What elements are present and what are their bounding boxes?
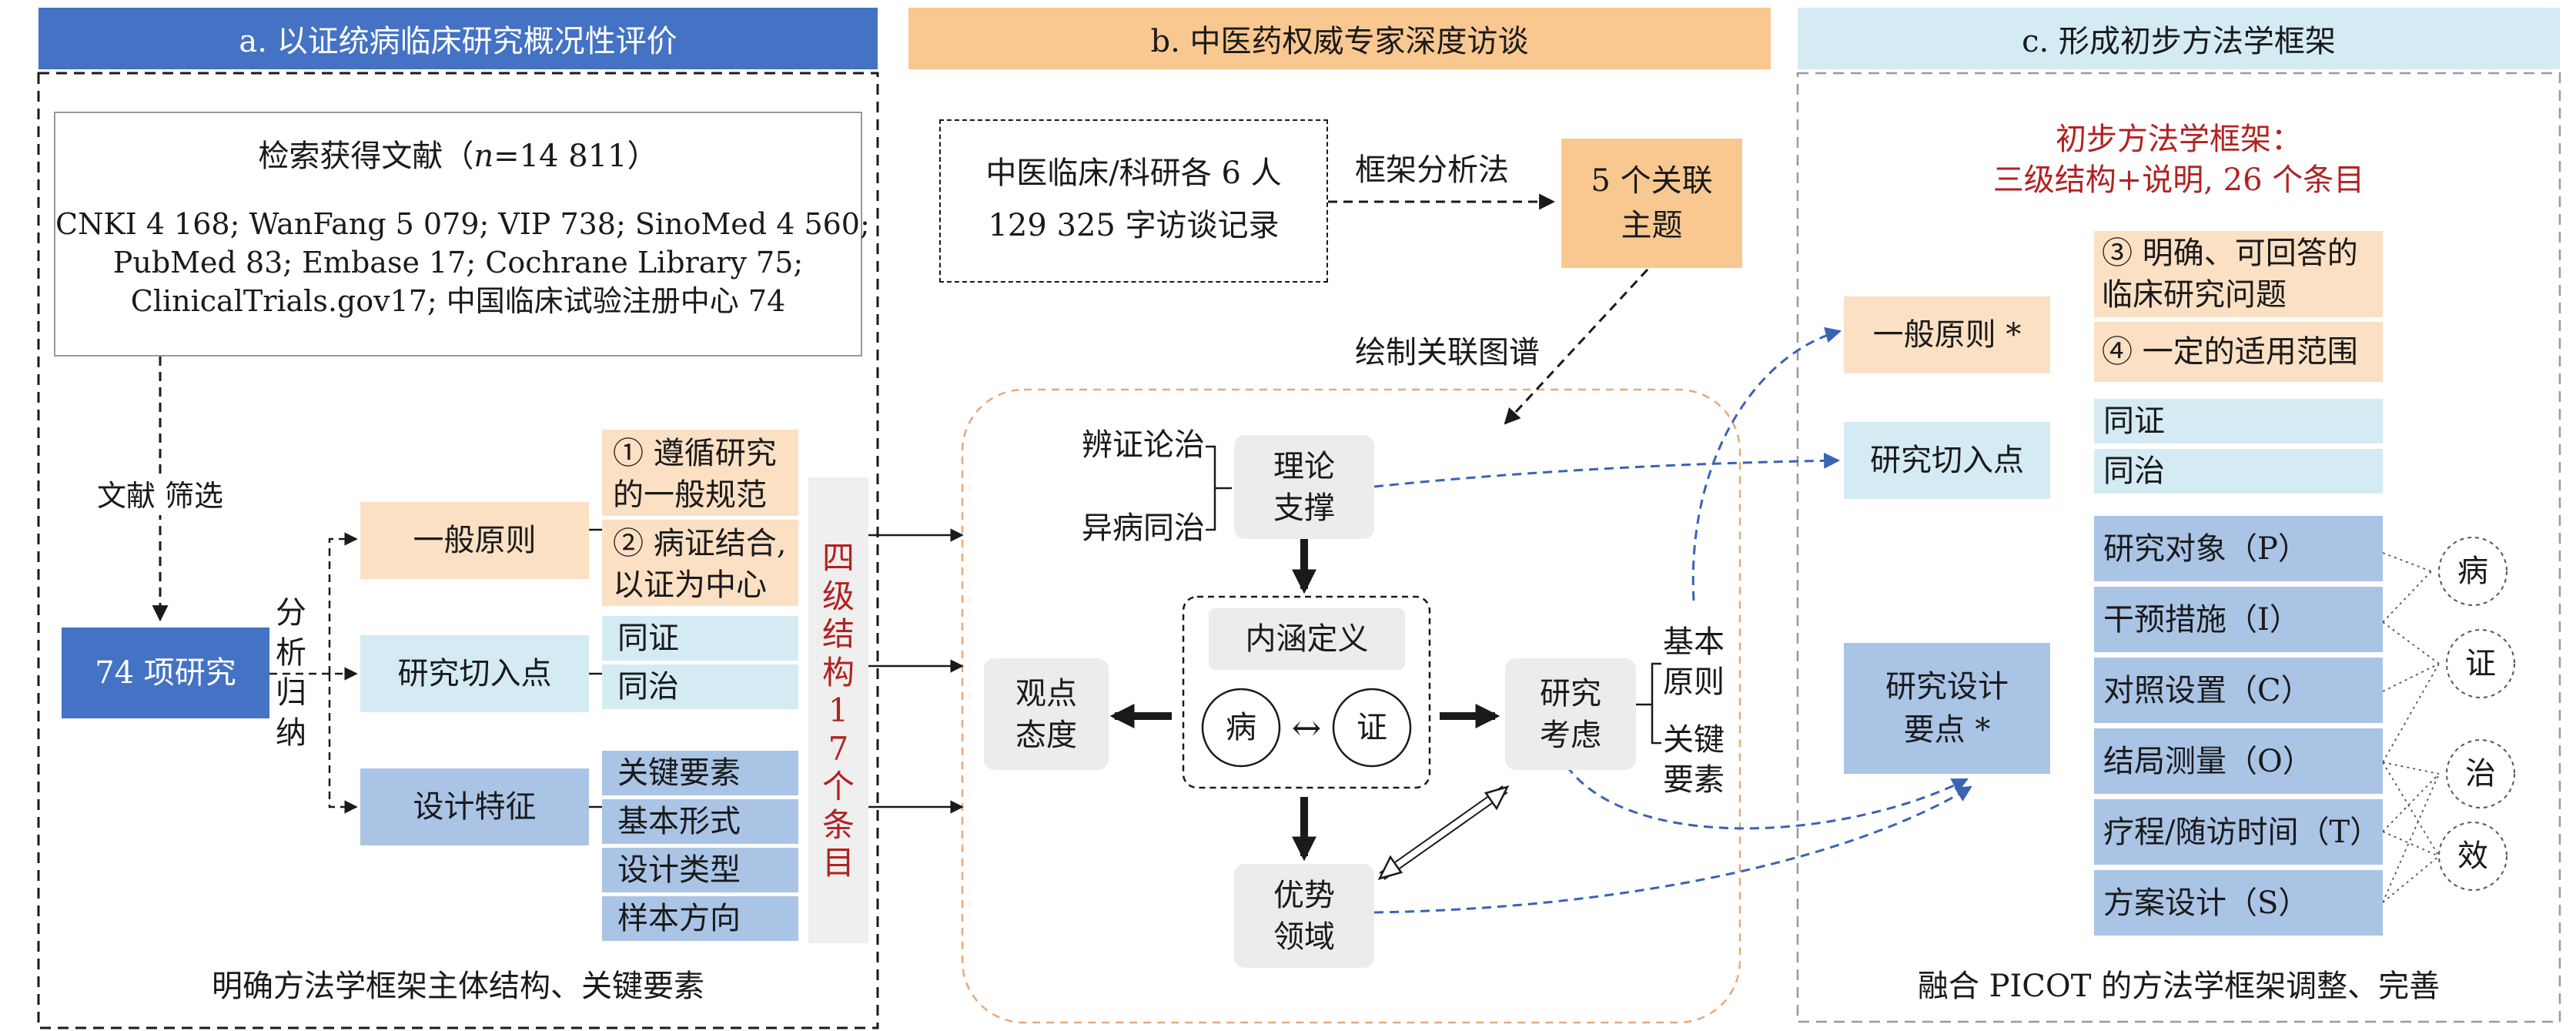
- themes-node: 5 个关联主题: [1561, 139, 1742, 268]
- search-title-suffix: =14 811）: [493, 139, 658, 174]
- research-term-2: 关键要素: [1663, 722, 1725, 798]
- sources-line-3: ClinicalTrials.gov17; 中国临床试验注册中心 74: [130, 284, 786, 318]
- panel-a-entry-item-1: 同证: [602, 616, 798, 661]
- theory-term-1: 辨证论治: [1082, 427, 1205, 463]
- panel-c-title-line-1: 初步方法学框架：: [2056, 122, 2302, 157]
- circle-disease-label: 病: [2457, 554, 2488, 589]
- picot-item-p: 研究对象（P）: [2094, 516, 2383, 581]
- panel-c-frame: [1796, 72, 2561, 1023]
- circle-effect: [2438, 822, 2507, 891]
- circle-treatment-label: 治: [2465, 756, 2496, 792]
- picot-item-o: 结局测量（O）: [2094, 728, 2383, 794]
- definition-frame: [1182, 595, 1431, 789]
- circle-syndrome: [2446, 629, 2515, 698]
- panel-c-footer: 融合 PICOT 的方法学框架调整、完善: [1917, 969, 2441, 1004]
- analyze-label: 分析归纳: [276, 595, 306, 751]
- viewpoint-node: 观点态度: [984, 658, 1109, 770]
- panel-c-entry-item-1: 同证: [2094, 399, 2383, 444]
- panel-a-general-item-2: ② 病证结合,以证为中心: [602, 520, 798, 606]
- search-title-n: n: [473, 139, 494, 174]
- vertical-structure-label-box: 四级结构17个条目: [808, 477, 868, 943]
- interview-line-2: 129 325 字访谈记录: [988, 208, 1280, 243]
- definition-node: 内涵定义: [1209, 608, 1405, 670]
- panel-a-design-item-1: 关键要素: [602, 751, 798, 795]
- panel-c-general-node: 一般原则 *: [1844, 296, 2050, 373]
- panel-c-general-item-1: ③ 明确、可回答的临床研究问题: [2094, 231, 2383, 317]
- syndrome-label: 证: [1357, 710, 1387, 745]
- panel-a-header: a. 以证统病临床研究概况性评价: [38, 8, 878, 69]
- disease-circle: [1201, 688, 1281, 768]
- panel-c-entry-node: 研究切入点: [1844, 422, 2050, 499]
- syndrome-circle: [1332, 688, 1412, 768]
- circle-disease: [2438, 537, 2507, 606]
- panel-a-design-item-4: 样本方向: [602, 896, 798, 941]
- hollow-double-arrow: [1377, 785, 1510, 880]
- screen-label: 文献 筛选: [83, 477, 237, 516]
- sources-line-2: PubMed 83; Embase 17; Cochrane Library 7…: [112, 246, 804, 280]
- panel-a-entry-node: 研究切入点: [360, 635, 589, 712]
- panel-a-design-node: 设计特征: [360, 768, 589, 845]
- disease-syndrome-double-arrow: ↔: [1291, 707, 1322, 748]
- search-title: 检索获得文献（n=14 811）: [55, 136, 861, 176]
- search-results-box: 检索获得文献（n=14 811） CNKI 4 168; WanFang 5 0…: [54, 112, 870, 356]
- panel-c-entry-item-2: 同治: [2094, 449, 2383, 494]
- research-node: 研究考虑: [1505, 658, 1636, 770]
- map-label: 绘制关联图谱: [1355, 335, 1540, 370]
- research-term-1: 基本原则: [1663, 624, 1725, 700]
- circle-syndrome-label: 证: [2465, 646, 2496, 681]
- picot-item-t: 疗程/随访时间（T）: [2094, 799, 2383, 865]
- panel-c-header: c. 形成初步方法学框架: [1798, 8, 2560, 69]
- panel-a-general-node: 一般原则: [360, 502, 589, 579]
- panel-c-general-item-2: ④ 一定的适用范围: [2094, 322, 2383, 382]
- interview-line-1: 中医临床/科研各 6 人: [985, 156, 1282, 191]
- vertical-structure-label: 四级结构17个条目: [821, 539, 855, 882]
- framework-analysis-label: 框架分析法: [1355, 152, 1509, 188]
- panel-a-footer: 明确方法学框架主体结构、关键要素: [212, 969, 704, 1004]
- studies-node: 74 项研究: [62, 628, 269, 718]
- panel-c-title-line-2: 三级结构+说明, 26 个条目: [1992, 162, 2365, 198]
- picot-item-s: 方案设计（S）: [2094, 870, 2383, 936]
- search-title-prefix: 检索获得文献（: [258, 139, 474, 174]
- panel-a-entry-item-2: 同治: [602, 664, 798, 709]
- interview-box: 中医临床/科研各 6 人 129 325 字访谈记录: [939, 119, 1328, 283]
- picot-item-c: 对照设置（C）: [2094, 658, 2383, 723]
- disease-label: 病: [1226, 710, 1256, 745]
- advantage-node: 优势领域: [1234, 864, 1374, 968]
- panel-b-header: b. 中医药权威专家深度访谈: [908, 8, 1771, 69]
- sources-line-1: CNKI 4 168; WanFang 5 079; VIP 738; Sino…: [55, 207, 870, 241]
- circle-effect-label: 效: [2457, 839, 2488, 874]
- panel-a-frame: [37, 72, 879, 1029]
- panel-a-general-item-1: ① 遵循研究的一般规范: [602, 430, 798, 516]
- theory-node: 理论支撑: [1234, 435, 1374, 539]
- panel-a-design-item-2: 基本形式: [602, 799, 798, 844]
- theory-term-2: 异病同治: [1082, 510, 1205, 546]
- circle-treatment: [2446, 739, 2515, 808]
- panel-b-frame: [961, 388, 1741, 1024]
- picot-item-i: 干预措施（I）: [2094, 587, 2383, 652]
- panel-a-design-item-3: 设计类型: [602, 848, 798, 892]
- panel-c-design-node: 研究设计要点 *: [1844, 643, 2050, 774]
